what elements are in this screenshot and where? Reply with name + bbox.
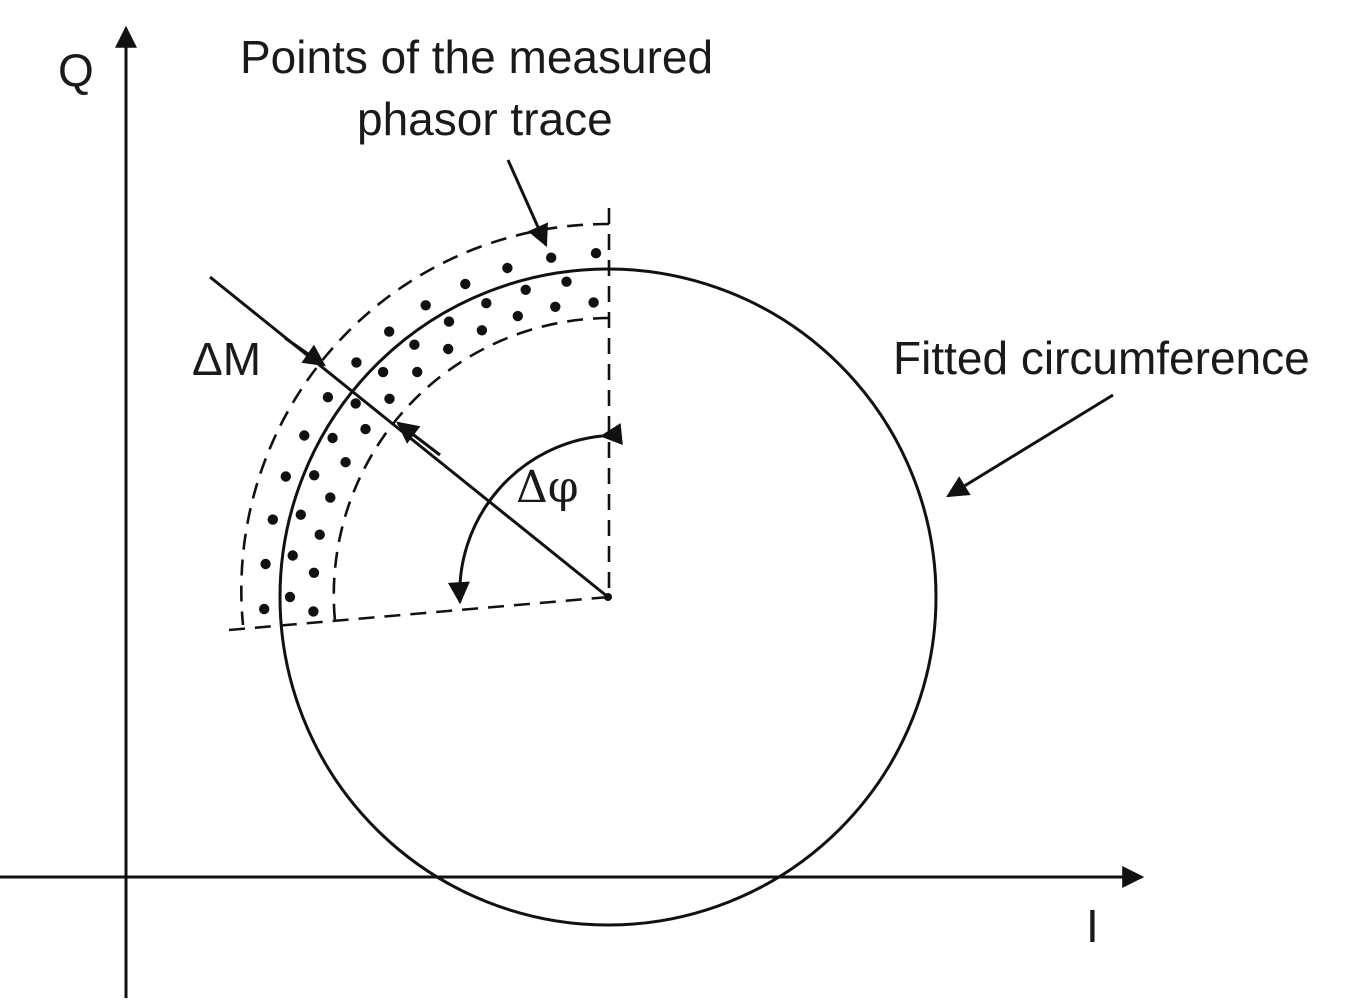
points-pointer-arrow (506, 159, 548, 248)
q-axis-label: Q (58, 44, 94, 96)
measured-point (351, 357, 362, 368)
measured-point (360, 423, 371, 435)
measured-point (443, 316, 455, 327)
measured-point (308, 567, 320, 578)
measured-point (476, 325, 488, 336)
measured-point (561, 276, 572, 287)
points-label-line1: Points of the measured (240, 31, 713, 83)
measured-point (340, 457, 351, 468)
measured-point (512, 310, 523, 322)
i-axis-label: I (1086, 900, 1099, 952)
measured-point (287, 550, 298, 561)
measured-point (322, 392, 334, 403)
delta-m-label: ΔM (192, 333, 261, 385)
measured-point (443, 343, 454, 355)
inner-dashed-arc (332, 316, 610, 622)
measured-point (295, 509, 306, 520)
points-label-line2: phasor trace (357, 93, 613, 145)
center-point (604, 593, 612, 601)
measured-point (550, 301, 561, 312)
delta-phi-label: Δφ (516, 462, 579, 513)
fitted-pointer-arrow (946, 393, 1114, 498)
measured-point (546, 252, 557, 263)
measured-point (412, 366, 423, 378)
measured-point (309, 470, 320, 481)
measured-point (377, 366, 389, 378)
measured-point (502, 262, 513, 274)
measured-point (327, 432, 338, 444)
fitted-label: Fitted circumference (893, 332, 1310, 384)
measured-point (590, 248, 602, 259)
measured-point (299, 430, 310, 441)
measured-point (267, 514, 278, 525)
bottom-dashed-line (228, 595, 610, 632)
measured-point (259, 603, 270, 615)
measured-points (259, 248, 602, 617)
measured-point (460, 278, 471, 290)
measured-point (314, 529, 325, 540)
delta-m-arrow-inner (396, 421, 441, 457)
outer-dashed-arc (240, 222, 610, 626)
measured-point (260, 558, 271, 570)
measured-point (308, 606, 319, 617)
measured-point (481, 298, 492, 309)
measured-point (325, 492, 336, 503)
measured-point (420, 300, 431, 311)
measured-point (280, 471, 291, 482)
measured-point (350, 398, 361, 409)
measured-point (520, 284, 531, 295)
delta-m-arrow-outer (284, 336, 326, 367)
measured-point (384, 326, 395, 337)
delta-phi-arc (447, 423, 623, 605)
measured-point (284, 591, 296, 603)
measured-point (409, 339, 420, 350)
measured-point (384, 393, 395, 404)
measured-point (588, 297, 599, 308)
